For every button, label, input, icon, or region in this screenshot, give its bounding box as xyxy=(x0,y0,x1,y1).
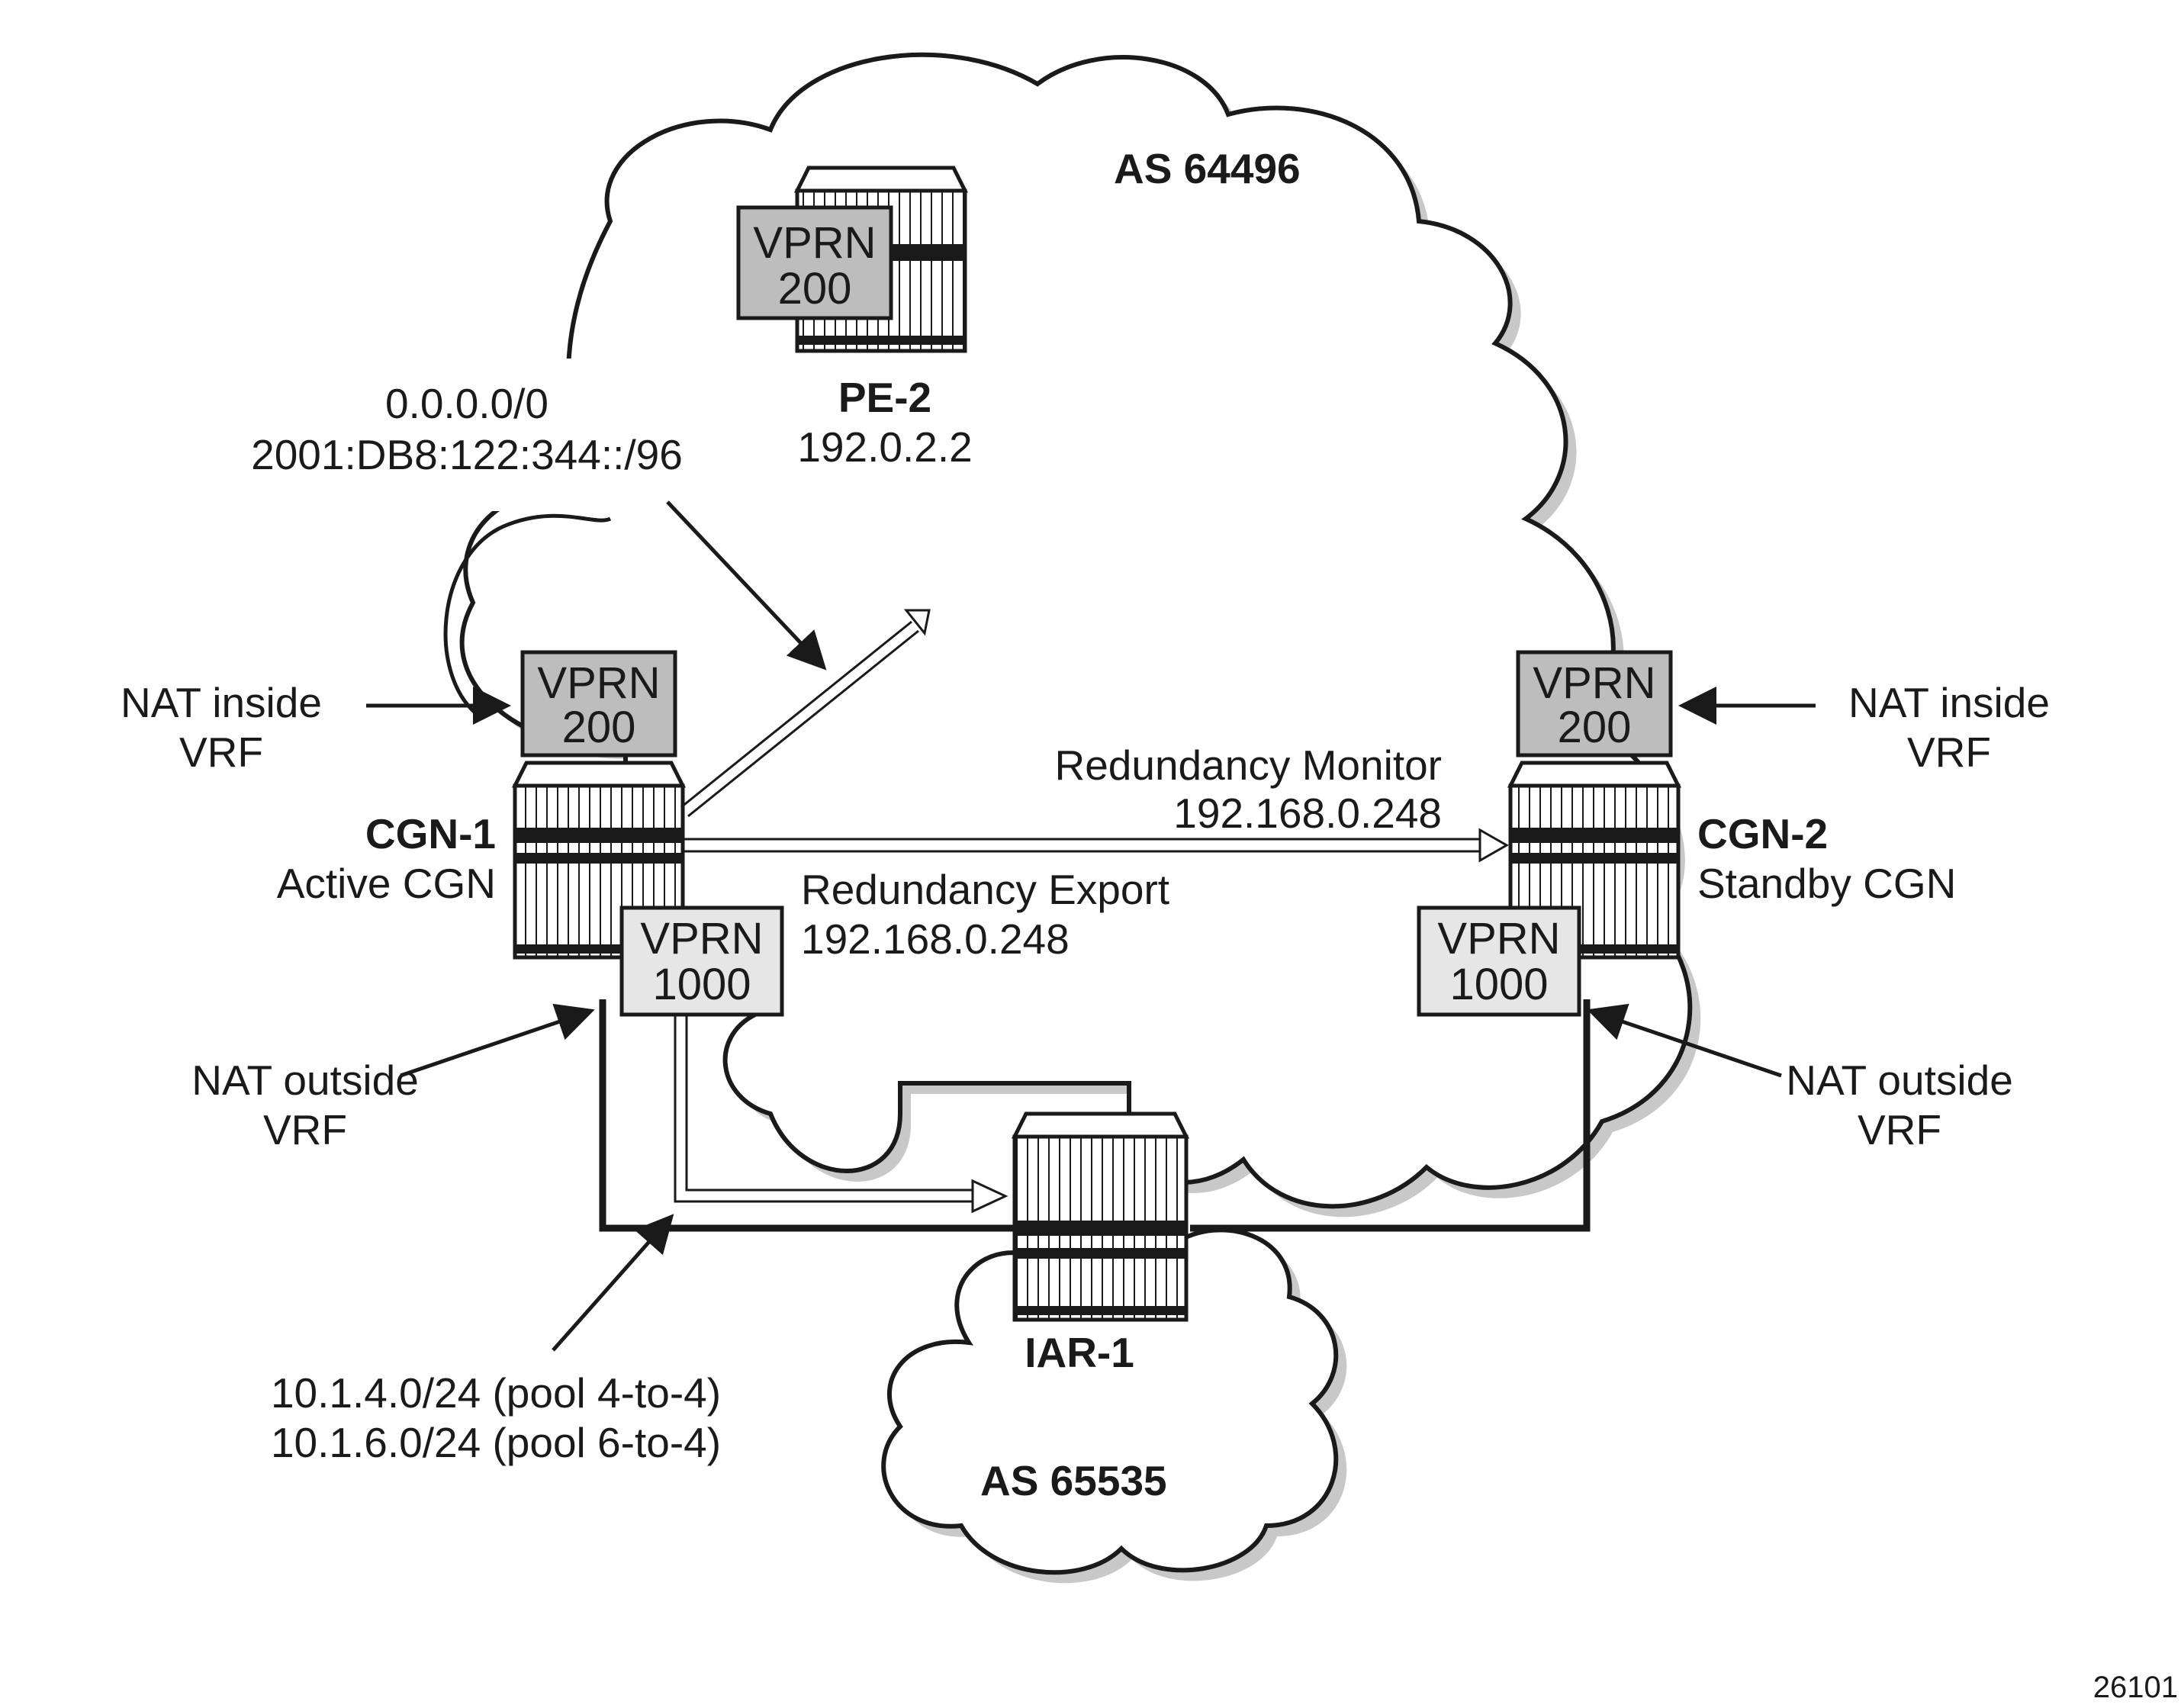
export-to-pe2-arrow xyxy=(680,609,931,818)
redundancy-export-line2: 192.168.0.248 xyxy=(801,915,1070,963)
physical-links xyxy=(599,999,1591,1232)
route-ipv4: 0.0.0.0/0 xyxy=(385,380,548,427)
pointer-arrows xyxy=(366,500,1816,1352)
cgn2-name: CGN-2 xyxy=(1697,810,1828,857)
cgn2-vprn-outside-line2: 1000 xyxy=(1449,960,1548,1009)
redundancy-export-arrow xyxy=(683,828,1510,863)
cgn1-vprn-inside-box[interactable]: VPRN 200 xyxy=(520,650,677,758)
pool-4-to-4: 10.1.4.0/24 (pool 4-to-4) xyxy=(271,1369,721,1417)
redundancy-monitor-line2: 192.168.0.248 xyxy=(1173,790,1442,837)
pe2-vprn-line2: 200 xyxy=(778,264,852,314)
cgn2-vprn-inside-box[interactable]: VPRN 200 xyxy=(1516,650,1673,758)
cgn2-router[interactable] xyxy=(1507,761,1682,960)
cgn1-vprn-outside-line1: VPRN xyxy=(640,914,763,963)
pe2-ip: 192.0.2.2 xyxy=(797,423,972,471)
outside-to-iar-arrow xyxy=(674,1015,1008,1214)
cgn1-router[interactable] xyxy=(511,761,687,960)
cgn1-vprn-inside-line2: 200 xyxy=(562,703,636,752)
figure-id: 26101 xyxy=(2093,1671,2178,1704)
pool-6-to-4: 10.1.6.0/24 (pool 6-to-4) xyxy=(271,1419,721,1466)
as-65535-label: AS 65535 xyxy=(980,1457,1167,1504)
nat-outside-left-line2: VRF xyxy=(263,1106,347,1153)
pe2-name: PE-2 xyxy=(838,374,931,421)
iar1-router[interactable] xyxy=(1011,1111,1190,1322)
nat-outside-left-line1: NAT outside xyxy=(191,1057,419,1104)
redundancy-monitor-line1: Redundancy Monitor xyxy=(1054,741,1442,789)
nat-inside-right-line2: VRF xyxy=(1907,729,1991,776)
pe2-vprn-box[interactable]: VPRN 200 xyxy=(736,205,893,320)
nat-inside-right-line1: NAT inside xyxy=(1848,679,2050,726)
cgn1-vprn-inside-line1: VPRN xyxy=(537,658,660,708)
cgn2-vprn-inside-line1: VPRN xyxy=(1533,658,1655,708)
nat-inside-left-line2: VRF xyxy=(179,729,263,776)
pe2-vprn-line1: VPRN xyxy=(753,218,876,268)
cgn2-role: Standby CGN xyxy=(1697,860,1956,907)
cgn1-vprn-outside-line2: 1000 xyxy=(652,960,751,1009)
lower-cloud xyxy=(881,1216,1347,1584)
cgn1-vprn-outside-box[interactable]: VPRN 1000 xyxy=(619,905,784,1017)
iar1-name: IAR-1 xyxy=(1025,1329,1134,1376)
nat-inside-left-line1: NAT inside xyxy=(121,679,322,726)
as-64496-label: AS 64496 xyxy=(1114,145,1301,192)
cgn2-vprn-inside-line2: 200 xyxy=(1558,703,1632,752)
cgn2-vprn-outside-line1: VPRN xyxy=(1437,914,1560,963)
nat-outside-right-line1: NAT outside xyxy=(1786,1057,2013,1104)
redundancy-export-line1: Redundancy Export xyxy=(801,866,1169,913)
route-ipv6: 2001:DB8:122:344::/96 xyxy=(251,431,683,478)
nat-outside-right-line2: VRF xyxy=(1858,1106,1941,1153)
cgn1-name: CGN-1 xyxy=(365,810,496,857)
cgn1-role: Active CGN xyxy=(277,860,496,907)
cgn2-vprn-outside-box[interactable]: VPRN 1000 xyxy=(1417,905,1581,1017)
